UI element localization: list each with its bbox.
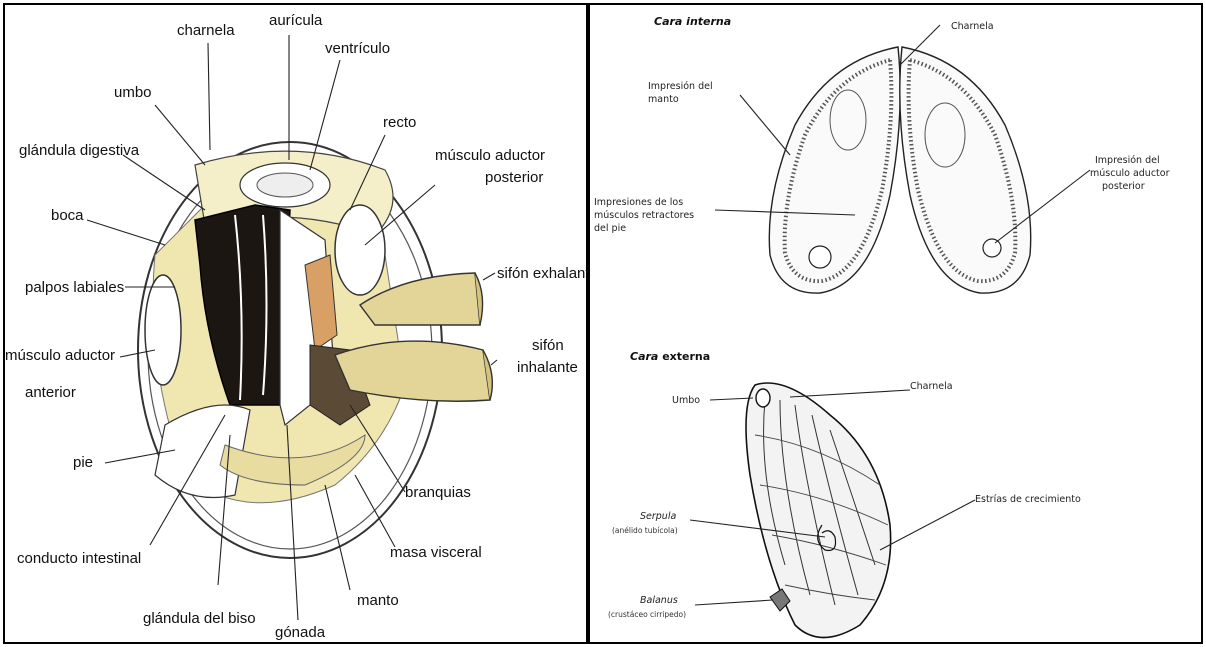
- label-balanus: Balanus: [640, 595, 678, 606]
- label-gonada: gónada: [275, 624, 326, 641]
- label-palpos-labiales: palpos labiales: [25, 279, 124, 296]
- label-boca: boca: [51, 207, 84, 224]
- label-charnela-bottom: Charnela: [910, 381, 953, 392]
- label-inhalante: inhalante: [517, 359, 578, 376]
- label-musculo-aductor-anterior: músculo aductor: [5, 347, 115, 364]
- label-musculo-aductor-posterior: músculo aductor: [435, 147, 545, 164]
- label-impresion-musculo: Impresión del: [1095, 155, 1160, 166]
- anatomy-panel: charnela aurícula ventrículo umbo recto …: [3, 3, 588, 644]
- shell-internal-valves: [769, 47, 1030, 293]
- shell-diagram: Cara interna Charnela Impresión del mant…: [590, 5, 1203, 644]
- anterior-adductor: [145, 275, 181, 385]
- label-impresiones-retractores-3: del pie: [594, 223, 626, 234]
- label-sifon: sifón: [532, 337, 564, 354]
- label-glandula-digestiva: glándula digestiva: [19, 142, 140, 159]
- label-recto: recto: [383, 114, 416, 131]
- anatomy-diagram: charnela aurícula ventrículo umbo recto …: [5, 5, 588, 644]
- label-umbo: umbo: [114, 84, 152, 101]
- label-impresion-manto-2: manto: [648, 94, 679, 105]
- label-pie: pie: [73, 454, 93, 471]
- label-impresion-musculo-3: posterior: [1102, 181, 1145, 192]
- label-branquias: branquias: [405, 484, 471, 501]
- label-posterior: posterior: [485, 169, 543, 186]
- label-impresion-musculo-2: músculo aductor: [1090, 168, 1170, 179]
- posterior-adductor: [335, 205, 385, 295]
- shell-external-valve: [746, 383, 891, 638]
- label-externa: externa: [662, 350, 710, 363]
- label-cara-prefix: Cara: [630, 350, 658, 363]
- inhalant-siphon: [335, 341, 490, 401]
- label-masa-visceral: masa visceral: [390, 544, 482, 561]
- label-auricula: aurícula: [269, 12, 323, 29]
- label-impresiones-retractores-2: músculos retractores: [594, 210, 694, 221]
- label-sifon-exhalante: sifón exhalante: [497, 265, 588, 282]
- label-glandula-del-biso: glándula del biso: [143, 610, 256, 627]
- label-estrias: Estrías de crecimiento: [975, 494, 1081, 505]
- label-charnela-top: Charnela: [951, 21, 994, 32]
- label-serpula-sub: (anélido tubícola): [612, 526, 678, 535]
- label-conducto-intestinal: conducto intestinal: [17, 550, 141, 567]
- label-serpula: Serpula: [640, 511, 676, 522]
- label-charnela: charnela: [177, 22, 235, 39]
- label-ventriculo: ventrículo: [325, 40, 390, 57]
- label-impresion-manto: Impresión del: [648, 81, 713, 92]
- shell-panel: Cara interna Charnela Impresión del mant…: [588, 3, 1203, 644]
- label-cara-interna: Cara interna: [654, 15, 731, 28]
- label-impresiones-retractores: Impresiones de los: [594, 197, 683, 208]
- label-umbo-right: Umbo: [672, 395, 700, 406]
- label-cara-externa: Cara externa: [630, 350, 710, 363]
- label-balanus-sub: (crustáceo cirripedo): [608, 610, 686, 619]
- label-anterior: anterior: [25, 384, 76, 401]
- label-manto: manto: [357, 592, 399, 609]
